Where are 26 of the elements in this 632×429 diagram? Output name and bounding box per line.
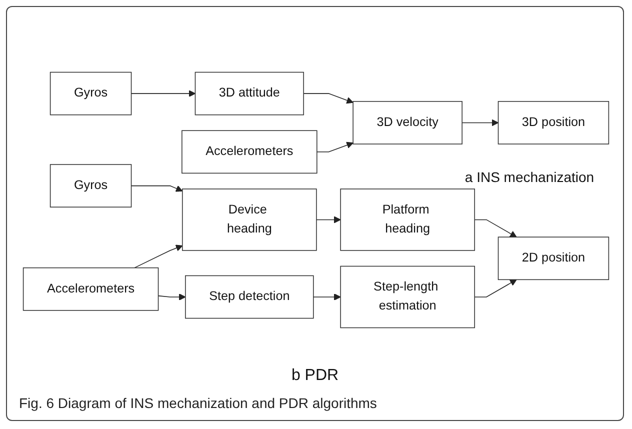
node-box: Step detection (185, 275, 314, 319)
node-box: Gyros (50, 164, 132, 208)
arrow (316, 142, 354, 152)
arrow (474, 279, 517, 298)
node-box: Gyros (50, 72, 132, 116)
arrow (130, 185, 183, 192)
arrow (130, 90, 196, 98)
panel-label: b PDR (290, 367, 340, 385)
arrow (303, 93, 354, 104)
node-box: Accelerometers (182, 130, 318, 174)
node-box: Platform heading (340, 188, 475, 251)
arrow (474, 219, 517, 238)
node-box: Step-length estimation (340, 266, 475, 328)
arrow (134, 244, 183, 268)
node-box: 2D position (498, 236, 610, 280)
figure-caption: Fig. 6 Diagram of INS mechanization and PDR algorithms (19, 395, 377, 411)
node-box: Device heading (182, 188, 317, 251)
arrow (313, 294, 341, 300)
node-box: Accelerometers (22, 267, 159, 311)
arrow (462, 119, 499, 126)
arrow (316, 216, 341, 224)
panel-label: a INS mechanization (464, 169, 596, 185)
arrow (158, 294, 186, 300)
node-box: 3D velocity (352, 101, 462, 144)
node-box: 3D position (498, 101, 610, 144)
node-box: 3D attitude (194, 72, 304, 116)
